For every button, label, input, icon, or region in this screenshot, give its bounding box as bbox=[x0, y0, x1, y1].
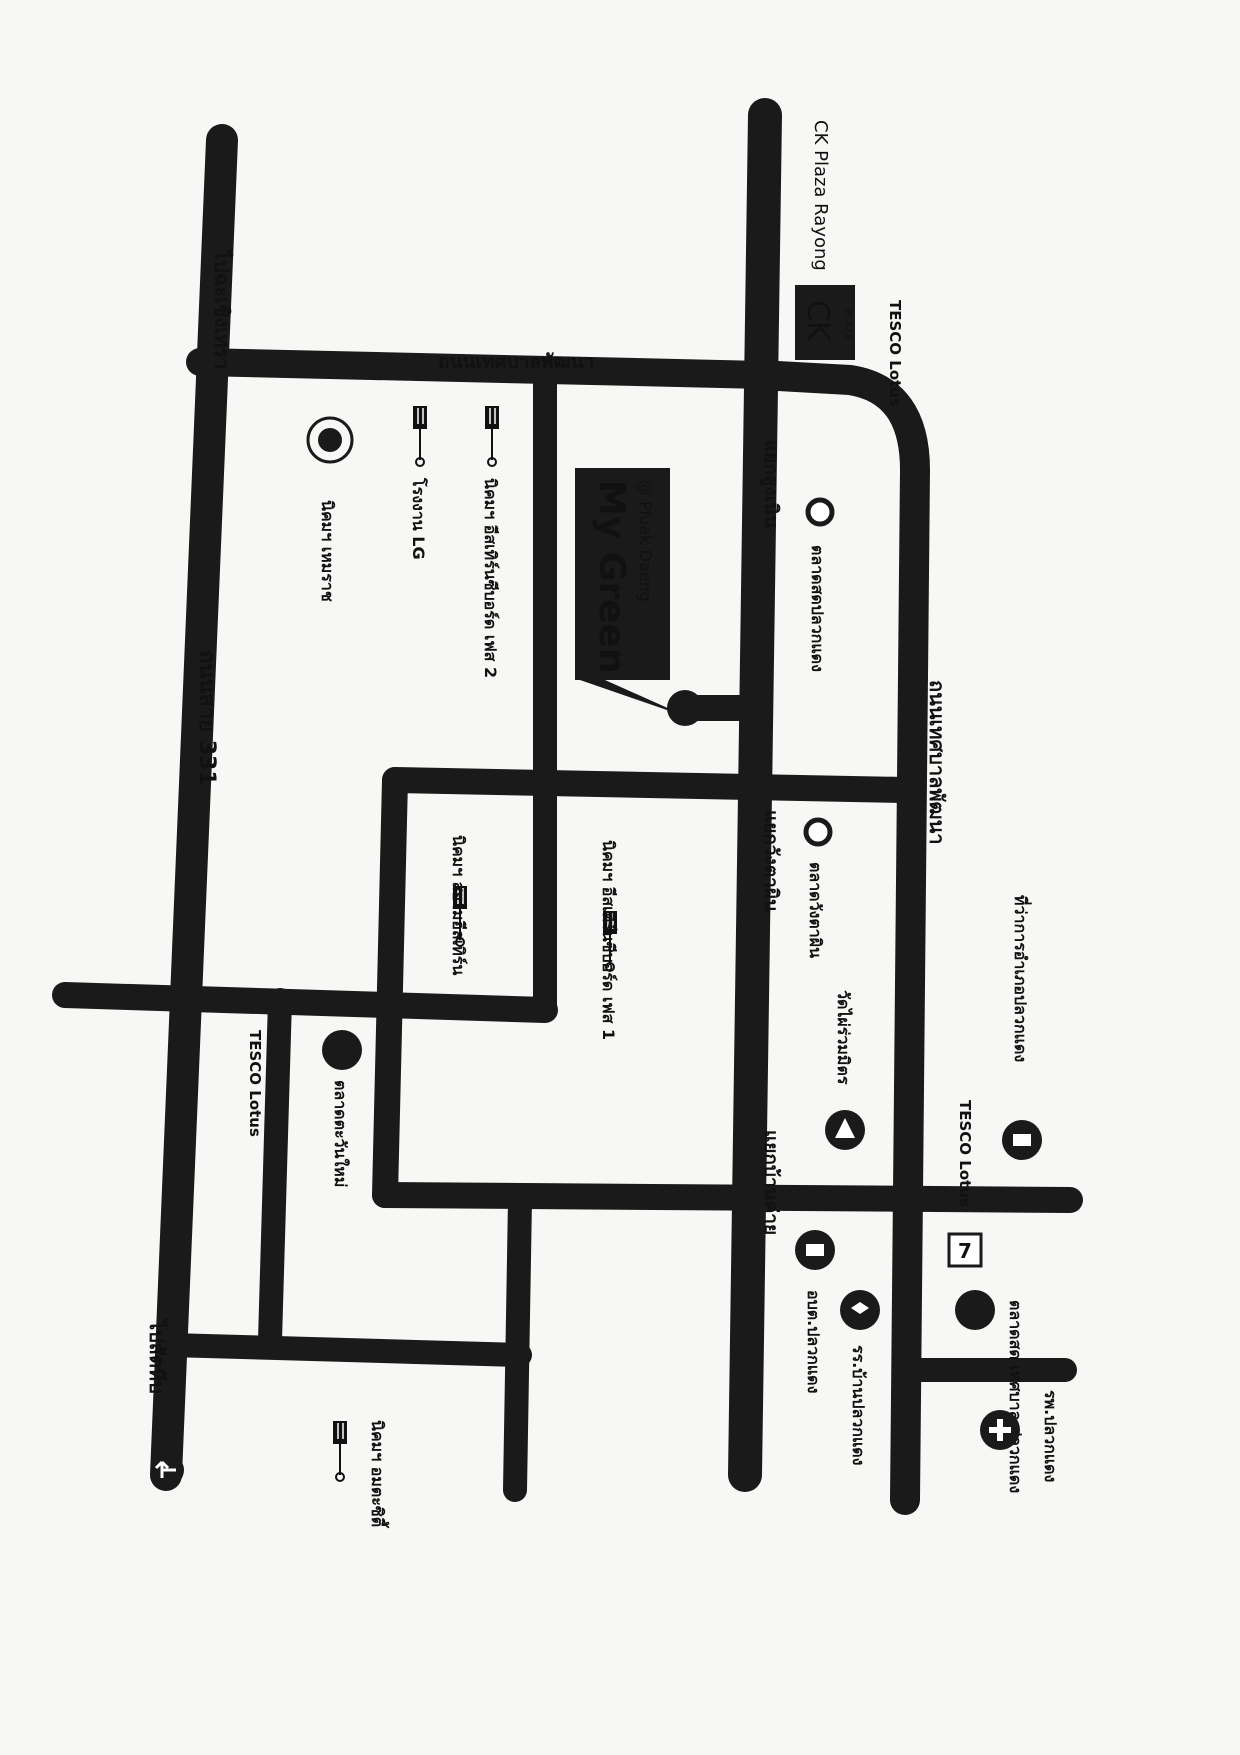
road-cross-1 bbox=[52, 982, 558, 1023]
label-junction-wang-ta-phin: แยกวังตาผิน bbox=[760, 810, 782, 912]
arrow-left-icon bbox=[152, 1454, 184, 1486]
label-junction-ban-khai: แยกบ้านค่าย bbox=[760, 1130, 782, 1235]
tesco-lotus-2: TESCO Lotus bbox=[246, 1030, 264, 1137]
road-lower-vertical bbox=[258, 988, 292, 1352]
label-road-331: ถนนสาย 331 bbox=[194, 650, 219, 786]
label-to-sattahip: ไปสัตหีบ bbox=[145, 1318, 169, 1394]
project-subtitle: @ Pluak Daeng bbox=[636, 480, 655, 602]
road-thetsaban-upper bbox=[186, 348, 779, 389]
label-school: รร.บ้านปลวกแดง bbox=[849, 1345, 868, 1466]
road-thetsaban-lower bbox=[745, 360, 930, 1515]
road-wang-ta-phin bbox=[382, 767, 918, 803]
callout-shape bbox=[575, 468, 690, 718]
label-wang-ta-phin-market: ตลาดวังตาผิน bbox=[806, 862, 825, 958]
ck-plaza: CK PLAZA CK Plaza Rayong bbox=[795, 120, 855, 360]
label-hemaraj: นิคมฯ เหมราช bbox=[318, 500, 337, 602]
tesco-lotus-1: TESCO Lotus bbox=[886, 300, 904, 407]
label-thetsaban-lower: ถนนเทศบาลพัฒนา bbox=[925, 680, 949, 845]
label-eastern-seaboard-2: นิคมฯ อีสเทิร์นซีบอร์ด เฟส 2 bbox=[481, 478, 500, 678]
to-sattahip-marker: ไปสัตหีบ bbox=[145, 1318, 184, 1486]
government-icon bbox=[1002, 1120, 1042, 1160]
government-icon bbox=[795, 1230, 835, 1270]
hospital-icon bbox=[980, 1410, 1020, 1450]
factory-icon bbox=[412, 405, 428, 467]
label-to-chachoengsao: ไปฉะเชิงเทรา bbox=[210, 248, 234, 369]
label-siam-eastern: นิคมฯ สยามอีสเทิร์น bbox=[449, 835, 468, 975]
label-wat-phai-ruam: วัดไผ่ร่วมมิตร bbox=[834, 990, 853, 1085]
ck-logo-sub: PLAZA bbox=[842, 310, 852, 340]
road-loop-left bbox=[372, 767, 408, 1208]
label-thetsaban-upper: ถนนเทศบาลพัฒนา bbox=[438, 351, 594, 373]
seven-eleven-label: 7 bbox=[958, 1239, 972, 1263]
label-hospital: รพ.ปลวกแดง bbox=[1041, 1390, 1060, 1482]
seal-icon bbox=[306, 416, 354, 464]
circle-marker-icon bbox=[803, 817, 833, 847]
road-ban-khai bbox=[372, 1182, 1083, 1213]
project-name: My Green bbox=[591, 480, 632, 674]
temple-icon bbox=[825, 1110, 865, 1150]
label-sao-pluak-daeng: อบต.ปลวกแดง bbox=[804, 1290, 823, 1393]
label-pluak-daeng-market: ตลาดสดปลวกแดง bbox=[808, 545, 827, 672]
store-icon: 7 bbox=[947, 1232, 983, 1268]
label-amata-city: นิคมฯ อมตะซิตี้ bbox=[368, 1420, 390, 1528]
ck-logo bbox=[795, 285, 855, 360]
label-municipal-market: ตลาดสด เทศบาล ปลวกแดง bbox=[1006, 1300, 1025, 1493]
road-network bbox=[52, 98, 1083, 1515]
circle-marker-icon bbox=[955, 1290, 995, 1330]
label-eastern-seaboard-1: นิคมฯ อีสเทิร์นซีบอร์ด เฟส 1 bbox=[599, 840, 618, 1040]
label-market-sai-ngam: ตลาดตะวันใหม่ bbox=[331, 1080, 350, 1187]
circle-marker-icon bbox=[805, 497, 835, 527]
ck-logo-text: CK bbox=[800, 300, 835, 342]
label-junction-sung-noen: แยกสูงเนิน bbox=[759, 440, 782, 528]
pin-icon bbox=[667, 690, 703, 726]
label-ck-plaza: CK Plaza Rayong bbox=[810, 120, 831, 271]
factory-icon bbox=[484, 405, 500, 467]
label-lg-factory: โรงงาน LG bbox=[409, 477, 429, 560]
label-district-office: ที่ว่าการอำเภอปลวกแดง bbox=[1011, 895, 1032, 1062]
school-icon bbox=[840, 1290, 880, 1330]
road-lower-horizontal bbox=[158, 1333, 532, 1367]
circle-marker-icon bbox=[322, 1030, 362, 1070]
project-callout: My Green @ Pluak Daeng bbox=[575, 468, 703, 726]
road-lower-right-vertical bbox=[503, 1188, 532, 1502]
tesco-lotus-3: TESCO Lotus bbox=[956, 1100, 974, 1207]
factory-icon bbox=[332, 1420, 348, 1482]
